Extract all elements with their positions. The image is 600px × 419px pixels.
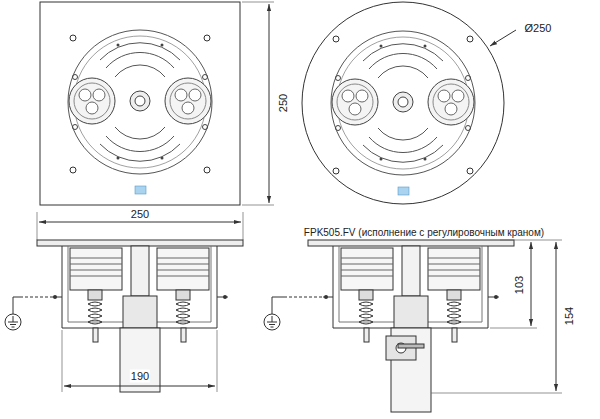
dimension-height: 250 [277,93,290,113]
dimension-total-depth: 154 [563,306,576,326]
variant-note: FPK505.FV (исполнение с регулировочным к… [303,226,545,239]
dimension-width: 250 [130,208,150,221]
dimension-diameter: Ø250 [524,22,553,35]
dimension-depth: 103 [513,275,526,295]
dimension-body-width: 190 [130,370,150,383]
